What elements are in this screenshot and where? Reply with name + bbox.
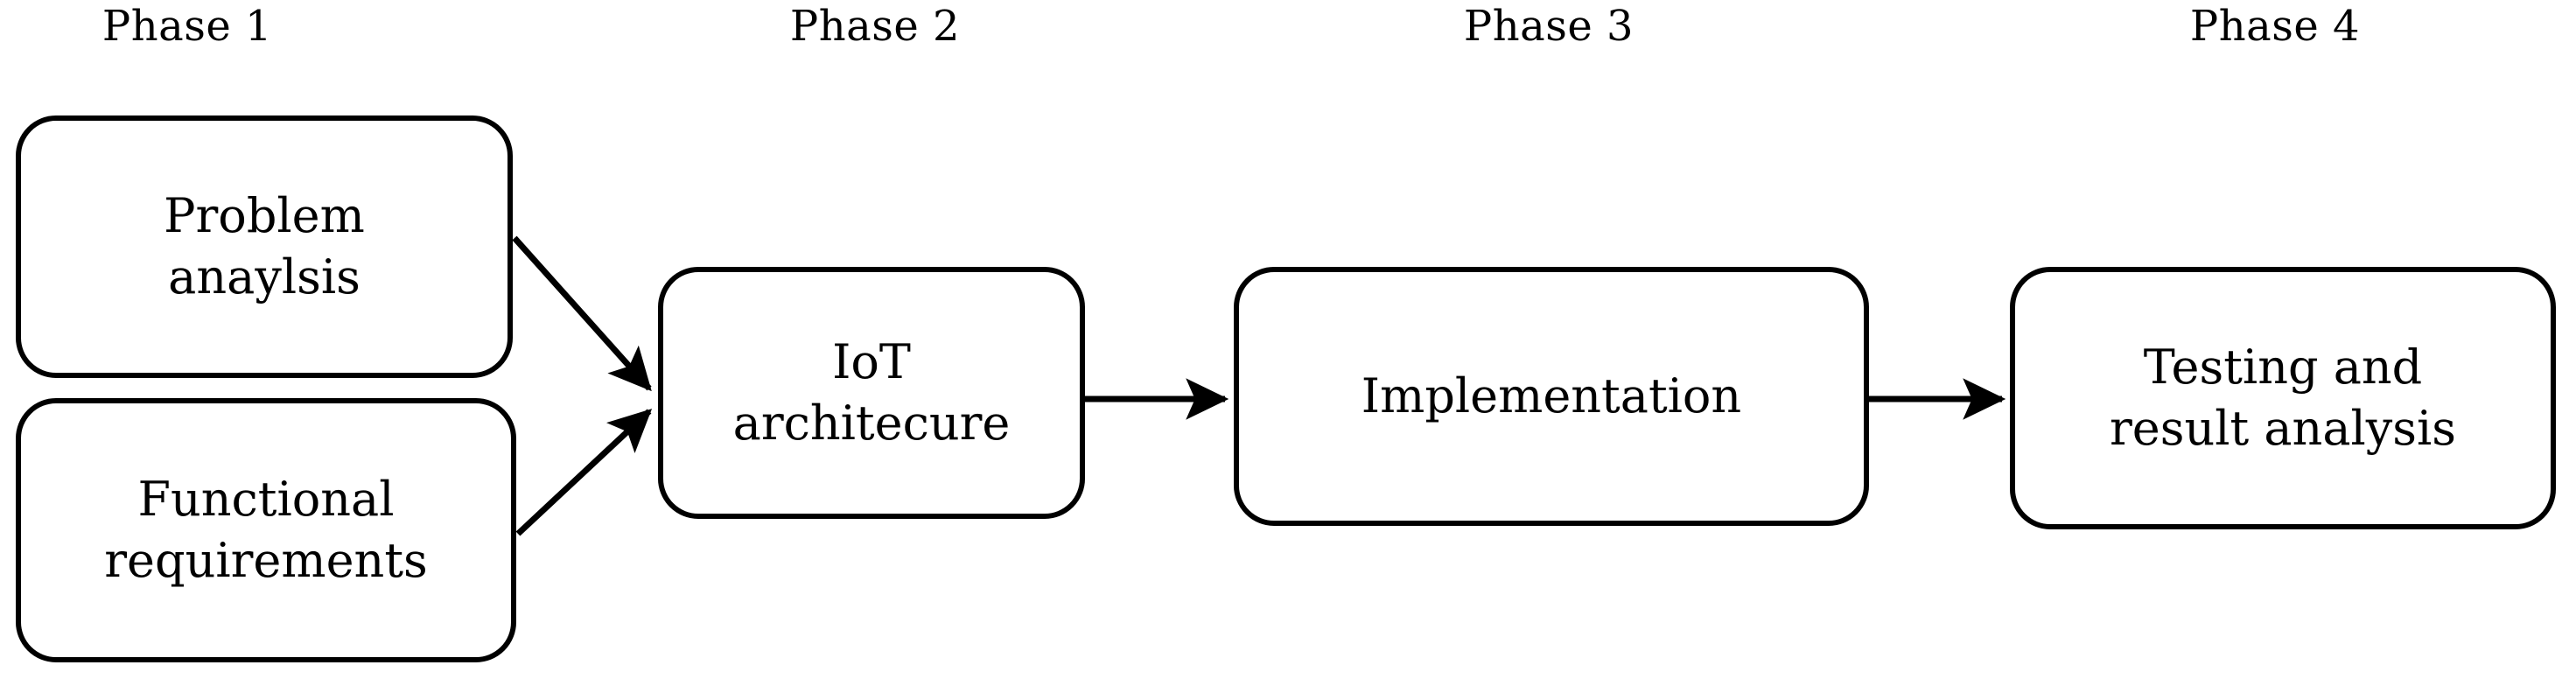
node-iot-architecture[interactable]: IoT architecure <box>658 267 1085 519</box>
node-label-testing-result-analysis: Testing and result analysis <box>2109 340 2457 456</box>
edge-requirements-to-iot <box>515 409 653 536</box>
node-implementation[interactable]: Implementation <box>1234 267 1869 526</box>
phase-label-2: Phase 2 <box>789 2 961 51</box>
phase-label-1: Phase 1 <box>102 2 273 51</box>
edge-problem-to-iot <box>512 235 652 392</box>
node-functional-requirements[interactable]: Functional requirements <box>16 398 516 662</box>
node-label-implementation: Implementation <box>1361 368 1742 424</box>
phase-label-3: Phase 3 <box>1463 2 1634 51</box>
phase-label-4: Phase 4 <box>2189 2 2361 51</box>
node-problem-analysis[interactable]: Problem anaylsis <box>16 116 513 378</box>
node-label-functional-requirements: Functional requirements <box>104 472 428 588</box>
node-label-problem-analysis: Problem anaylsis <box>164 188 365 304</box>
node-testing-result-analysis[interactable]: Testing and result analysis <box>2010 267 2556 529</box>
node-label-iot-architecture: IoT architecure <box>732 334 1011 451</box>
